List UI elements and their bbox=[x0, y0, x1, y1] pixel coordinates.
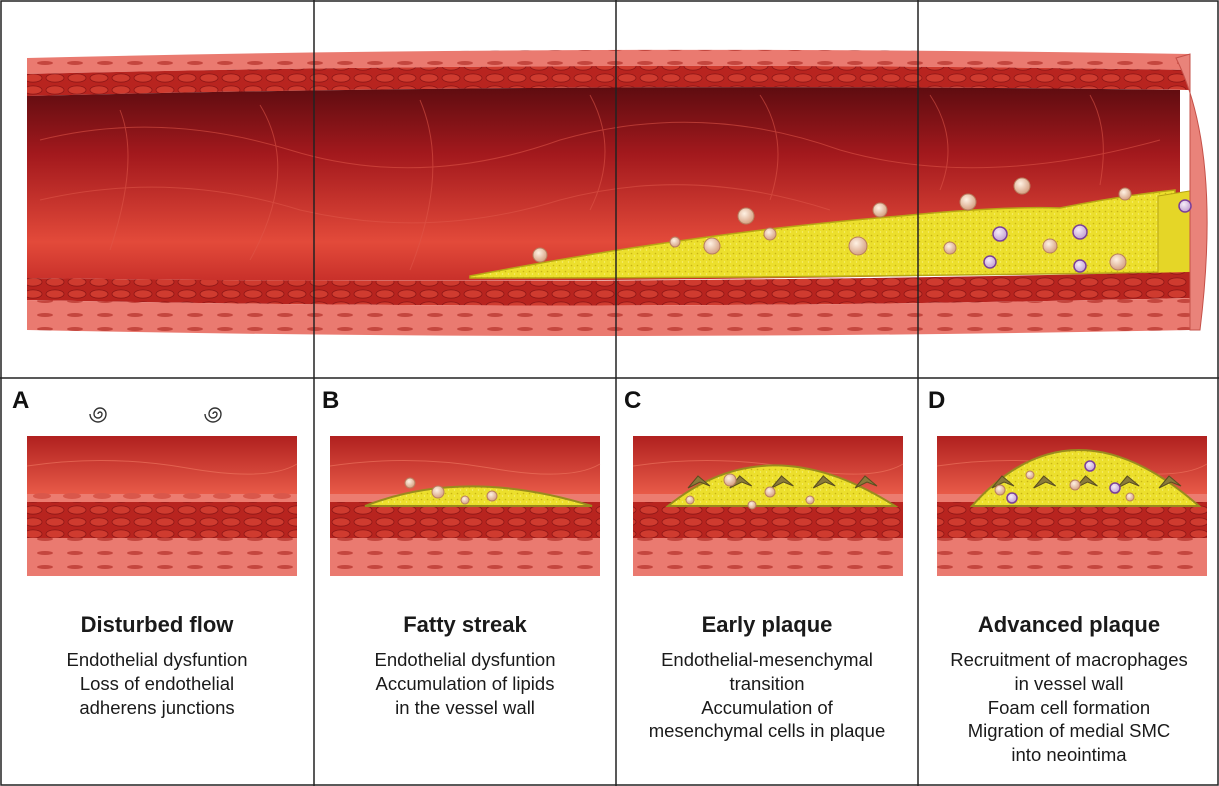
macrophage bbox=[984, 256, 996, 268]
endothelial-cell bbox=[153, 493, 171, 499]
endothelial-cell bbox=[123, 493, 141, 499]
caption-line: Migration of medial SMC bbox=[919, 719, 1219, 743]
macrophage bbox=[993, 227, 1007, 241]
foam-cell bbox=[1126, 493, 1134, 501]
adventitia-layer bbox=[27, 538, 297, 576]
foam-cell bbox=[724, 474, 736, 486]
caption-line: Foam cell formation bbox=[919, 696, 1219, 720]
lumen bbox=[330, 436, 600, 494]
caption-line: Endothelial dysfuntion bbox=[315, 648, 615, 672]
caption-line: in the vessel wall bbox=[315, 696, 615, 720]
vessel-longitudinal bbox=[27, 50, 1207, 336]
panel-letter-a: A bbox=[12, 389, 29, 413]
cross-section-panels bbox=[27, 408, 1207, 576]
foam-cell bbox=[806, 496, 814, 504]
adventitia-layer bbox=[937, 538, 1207, 576]
foam-cell bbox=[432, 486, 444, 498]
foam-cell bbox=[1070, 480, 1080, 490]
caption-line: in vessel wall bbox=[919, 672, 1219, 696]
caption-line: Endothelial-mesenchymal bbox=[617, 648, 917, 672]
foam-cell bbox=[960, 194, 976, 210]
foam-cell bbox=[748, 501, 756, 509]
foam-cell bbox=[1043, 239, 1057, 253]
adventitia-layer bbox=[633, 538, 903, 576]
caption-line: into neointima bbox=[919, 743, 1219, 767]
caption-d: Advanced plaque Recruitment of macrophag… bbox=[919, 612, 1219, 767]
foam-cell bbox=[765, 487, 775, 497]
endothelial-cell bbox=[183, 493, 201, 499]
caption-line: Accumulation of lipids bbox=[315, 672, 615, 696]
endothelial-cell bbox=[243, 493, 261, 499]
caption-line: Loss of endothelial bbox=[7, 672, 307, 696]
macrophage bbox=[1073, 225, 1087, 239]
vessel-segment bbox=[937, 436, 1207, 576]
panel-title-b: Fatty streak bbox=[315, 612, 615, 638]
endothelial-cell bbox=[33, 493, 51, 499]
endothelial-cell bbox=[273, 493, 291, 499]
caption-line: Accumulation of bbox=[617, 696, 917, 720]
foam-cell bbox=[670, 237, 680, 247]
panel-letter-c: C bbox=[624, 389, 641, 413]
foam-cell bbox=[686, 496, 694, 504]
foam-cell bbox=[944, 242, 956, 254]
macrophage bbox=[1085, 461, 1095, 471]
spiral-flow-icon bbox=[205, 408, 221, 422]
media-layer bbox=[330, 502, 600, 538]
foam-cell bbox=[1110, 254, 1126, 270]
endothelial-cell bbox=[213, 493, 231, 499]
media-layer bbox=[937, 502, 1207, 538]
caption-line: mesenchymal cells in plaque bbox=[617, 719, 917, 743]
macrophage bbox=[1074, 260, 1086, 272]
foam-cell bbox=[738, 208, 754, 224]
foam-cell bbox=[1119, 188, 1131, 200]
caption-c: Early plaque Endothelial-mesenchymal tra… bbox=[617, 612, 917, 743]
caption-line: adherens junctions bbox=[7, 696, 307, 720]
foam-cell bbox=[487, 491, 497, 501]
lumen bbox=[27, 436, 297, 494]
panel-title-c: Early plaque bbox=[617, 612, 917, 638]
panel-letter-d: D bbox=[928, 389, 945, 413]
caption-line: Endothelial dysfuntion bbox=[7, 648, 307, 672]
foam-cell bbox=[533, 248, 547, 262]
foam-cell bbox=[764, 228, 776, 240]
vessel-segment bbox=[27, 408, 297, 576]
spiral-flow-icon bbox=[90, 408, 106, 422]
media-layer bbox=[633, 502, 903, 538]
macrophage bbox=[1007, 493, 1017, 503]
endothelial-cell bbox=[93, 493, 111, 499]
foam-cell bbox=[873, 203, 887, 217]
caption-a: Disturbed flow Endothelial dysfuntion Lo… bbox=[7, 612, 307, 719]
foam-cell bbox=[405, 478, 415, 488]
macrophage bbox=[1110, 483, 1120, 493]
panel-title-d: Advanced plaque bbox=[919, 612, 1219, 638]
panel-title-a: Disturbed flow bbox=[7, 612, 307, 638]
caption-line: transition bbox=[617, 672, 917, 696]
media-layer bbox=[27, 502, 297, 538]
panel-letter-b: B bbox=[322, 389, 339, 413]
caption-line: Recruitment of macrophages bbox=[919, 648, 1219, 672]
foam-cell bbox=[1014, 178, 1030, 194]
foam-cell bbox=[849, 237, 867, 255]
macrophage bbox=[1179, 200, 1191, 212]
vessel-segment bbox=[330, 436, 600, 576]
endothelial-cell bbox=[63, 493, 81, 499]
foam-cell bbox=[461, 496, 469, 504]
adventitia-layer bbox=[330, 538, 600, 576]
foam-cell bbox=[704, 238, 720, 254]
foam-cell bbox=[995, 485, 1005, 495]
foam-cell bbox=[1026, 471, 1034, 479]
vessel-segment bbox=[633, 436, 903, 576]
caption-b: Fatty streak Endothelial dysfuntion Accu… bbox=[315, 612, 615, 719]
